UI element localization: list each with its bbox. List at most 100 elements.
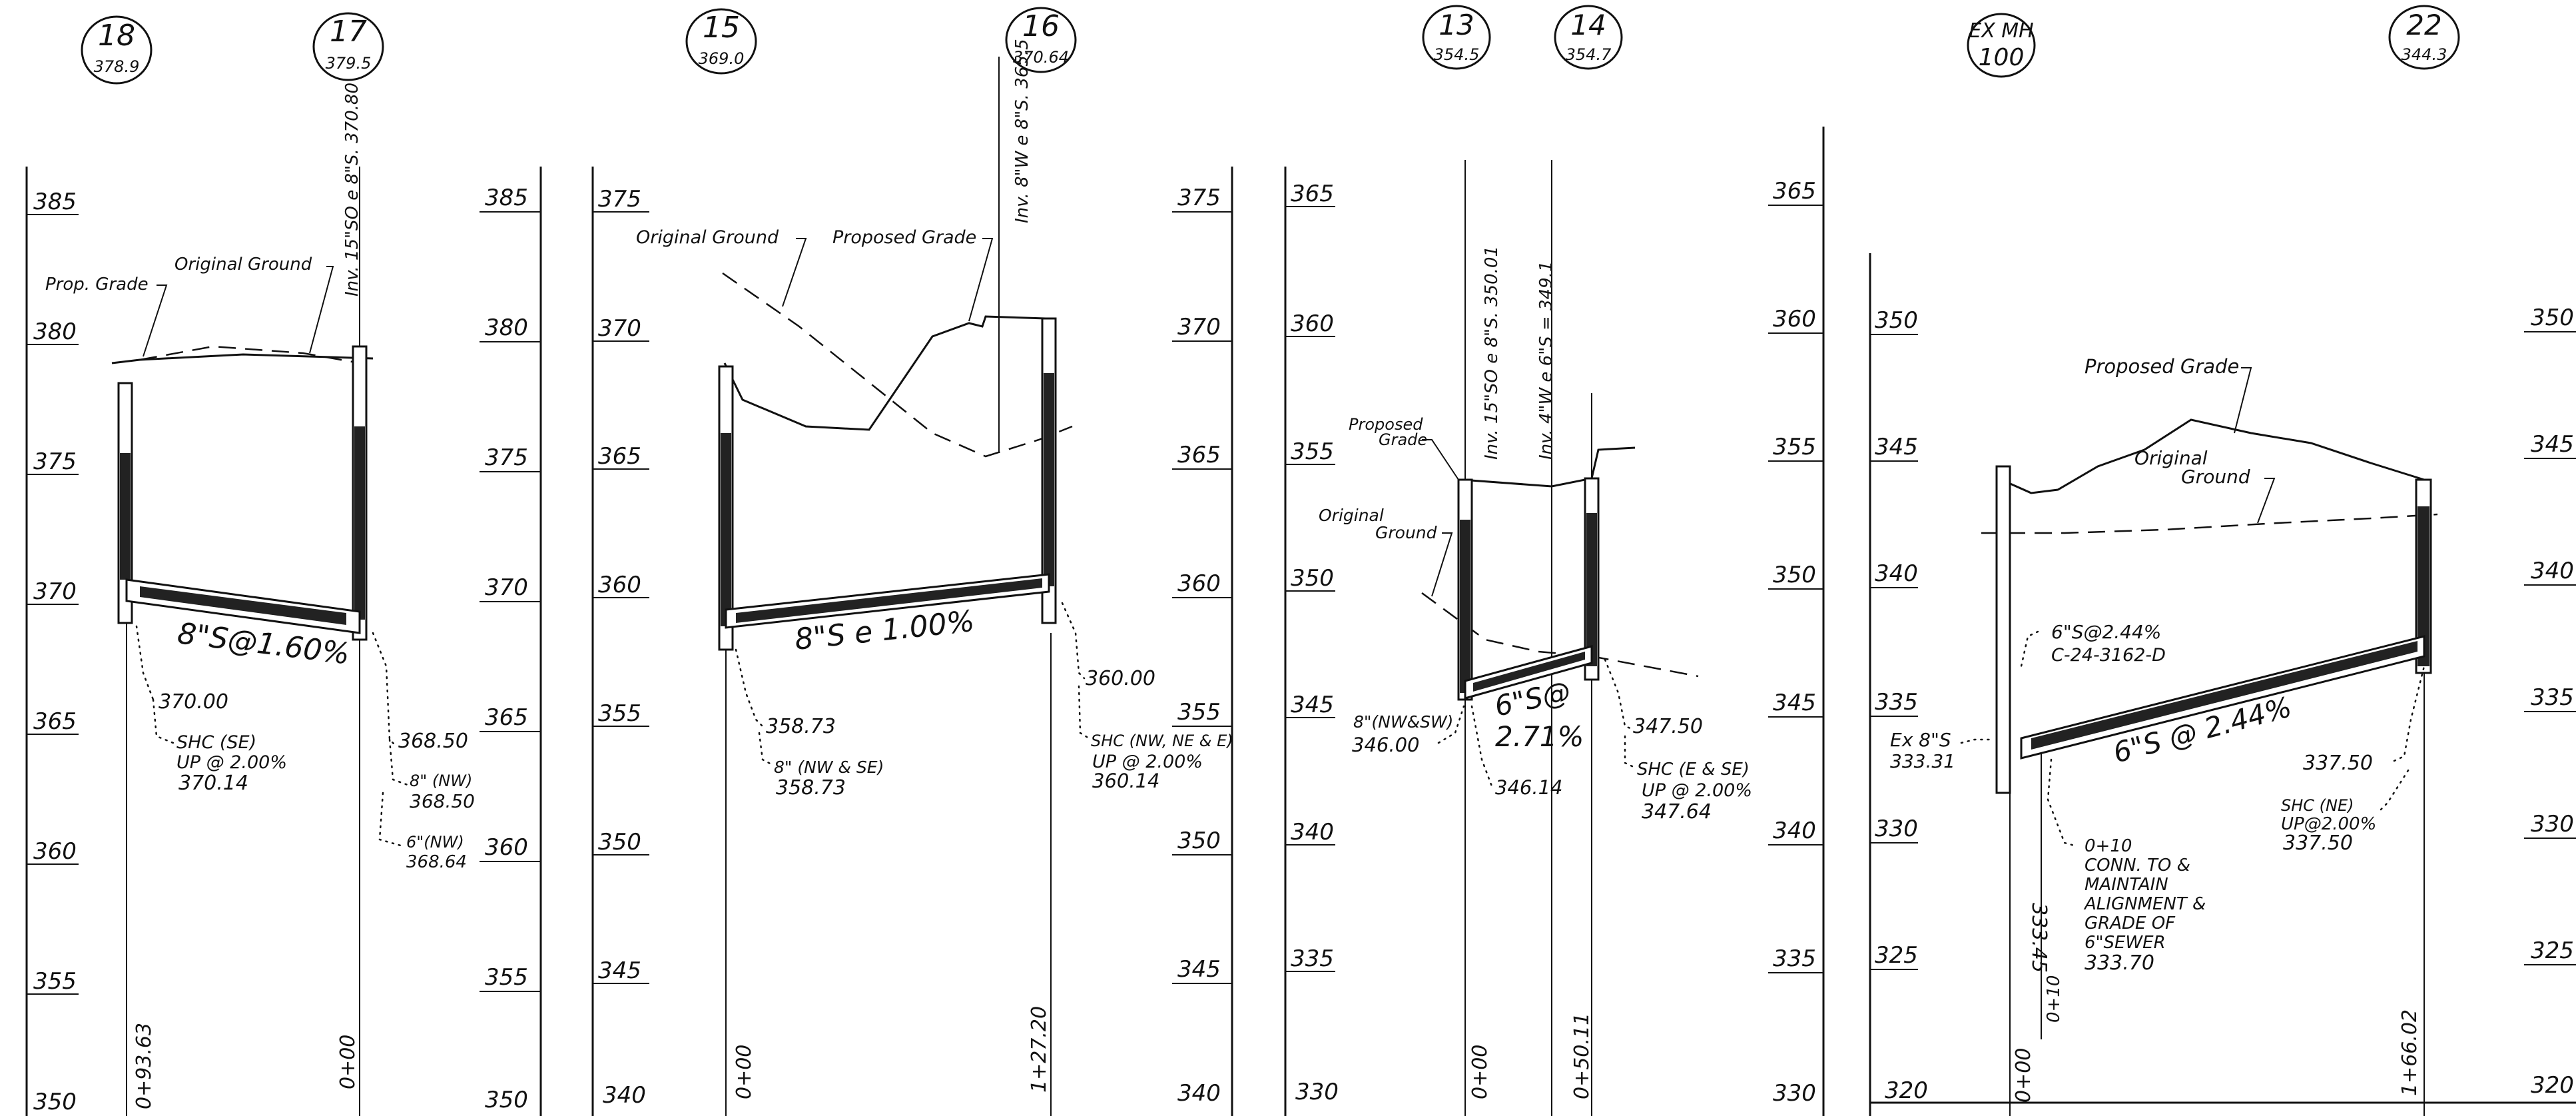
proposed-grade-line (2001, 418, 2425, 494)
elev-tick: 335 (1875, 689, 1918, 716)
service-connection: 370.14 (178, 772, 248, 795)
existing-sewer-note: 333.31 (1890, 750, 1955, 772)
manhole-number: EX MH (1969, 19, 2034, 43)
manhole-elevation: 370.64 (1013, 48, 1069, 67)
service-connection: SHC (NW, NE & E) (1091, 732, 1233, 750)
proposed-grade-line (723, 315, 1046, 431)
station-label: 0+00 (1468, 1045, 1492, 1099)
elev-tick: 350 (485, 1087, 528, 1113)
profile-panel-3: 13 354.5 14 354.7 365 360 355 350 345 34… (1284, 5, 1825, 1116)
proposed-grade-label: Proposed Grade (2085, 355, 2239, 378)
manhole-marker-13: 13 354.5 (1422, 5, 1491, 70)
manhole-marker-17: 17 379.5 (312, 12, 384, 81)
right-tick-labels: 385 380 375 370 365 360 355 350 (480, 185, 541, 1113)
elev-tick: 335 (1773, 945, 1816, 972)
service-connection: 360.14 (1092, 770, 1159, 792)
elev-tick: 340 (1875, 560, 1918, 587)
elev-tick: 370 (33, 578, 77, 605)
service-connection: UP@2.00% (2281, 814, 2376, 834)
elev-tick: 375 (598, 186, 641, 213)
original-ground-label: Original (1319, 506, 1384, 525)
station-label: 0+93.63 (133, 1023, 156, 1109)
connection-note: 333.70 (2085, 951, 2154, 975)
invert-note: Inv. 15"SO e 8"S. 370.80 (342, 83, 362, 296)
manhole-wall (1995, 465, 2011, 794)
manhole-elevation: 100 (1979, 44, 2025, 71)
elev-tick: 335 (2531, 684, 2574, 711)
left-tick-labels: 365 360 355 350 345 340 335 330 (1285, 181, 1339, 1105)
invert-elevation: 347.50 (1633, 715, 1703, 738)
elev-tick: 350 (1291, 565, 1334, 592)
elev-tick: 365 (1291, 181, 1334, 207)
left-tick-labels: 350 345 340 335 330 325 320 (1870, 307, 1928, 1104)
elev-tick: 345 (2531, 431, 2574, 458)
manhole-marker-ex: EX MH 100 (1967, 13, 2036, 78)
invert-note: Inv. 8"W e 8"S. 365.5 (1012, 39, 1032, 223)
connection-note: ALIGNMENT & (2083, 894, 2206, 914)
slope-note: 6"S@2.44% (2051, 621, 2161, 643)
pipe-note: 368.50 (410, 790, 475, 812)
elev-tick: 350 (33, 1089, 77, 1115)
manhole-number: 17 (330, 15, 367, 49)
connection-note: 0+10 (2085, 836, 2132, 856)
elev-tick: 375 (485, 444, 528, 471)
proposed-grade-label: Proposed (1349, 415, 1423, 434)
elev-tick: 335 (1291, 945, 1334, 972)
connection-note: MAINTAIN (2085, 875, 2168, 895)
elev-tick: 385 (33, 189, 77, 215)
manhole-elevation: 378.9 (94, 57, 140, 76)
original-ground-line (1421, 592, 1699, 678)
manhole-marker-15: 15 369.0 (685, 8, 757, 75)
pipe-slope-label: 2.71% (1495, 720, 1584, 753)
elev-tick: 365 (33, 708, 77, 735)
elev-tick: 330 (2531, 811, 2574, 837)
original-ground-line (139, 345, 360, 364)
manhole-marker-22: 22 344.3 (2388, 5, 2460, 70)
elev-tick: 355 (33, 968, 77, 995)
service-connection: 337.50 (2283, 832, 2353, 855)
elev-tick: 365 (1177, 442, 1221, 468)
elev-tick: 365 (598, 443, 641, 470)
elev-tick: 340 (2531, 558, 2574, 584)
profile-panel-1: 18 378.9 17 379.5 385 380 375 370 365 36… (25, 12, 542, 1116)
manhole-number: 16 (1022, 9, 1060, 43)
elev-tick: 340 (1291, 819, 1334, 845)
manhole-number: 22 (2406, 9, 2441, 41)
manhole-number: 18 (98, 19, 135, 53)
service-connection: 347.64 (1642, 800, 1712, 824)
elev-tick: 330 (1773, 1080, 1816, 1107)
elev-tick: 330 (1295, 1079, 1339, 1105)
elev-tick: 355 (1291, 438, 1334, 465)
elev-tick: 325 (1875, 942, 1918, 969)
prop-grade-label: Prop. Grade (45, 275, 149, 294)
manhole-marker-14: 14 354.7 (1554, 5, 1623, 70)
elev-tick: 375 (1177, 185, 1221, 211)
right-tick-labels: 350 345 340 335 330 325 320 (2524, 304, 2576, 1099)
elev-tick: 370 (485, 574, 528, 601)
manhole-elevation: 354.7 (1566, 45, 1612, 64)
elev-tick: 350 (1773, 562, 1816, 588)
elev-tick: 360 (1177, 570, 1221, 597)
elev-tick: 345 (1177, 956, 1221, 983)
invert-note: Inv. 4"W e 6"S = 349.1 (1536, 261, 1556, 460)
elev-tick: 360 (598, 572, 641, 598)
station-label: 0+10 (2044, 975, 2064, 1023)
proposed-grade-line (111, 353, 374, 364)
invert-elevation: 368.50 (398, 730, 468, 753)
manhole-number: 14 (1570, 9, 1606, 41)
station-label: 1+66.02 (2398, 1009, 2421, 1096)
manhole-elevation: 354.5 (1434, 45, 1480, 64)
service-connection: UP @ 2.00% (176, 752, 287, 773)
elev-tick: 355 (1773, 434, 1816, 460)
pipe-note: 8" (NW & SE) (774, 758, 884, 777)
right-tick-labels: 375 370 365 360 355 350 345 340 (1172, 185, 1232, 1107)
manhole-elevation: 344.3 (2402, 45, 2447, 64)
elev-tick: 355 (598, 700, 641, 727)
elev-tick: 340 (1177, 1080, 1221, 1107)
invert-elevation: 337.50 (2303, 752, 2373, 775)
elev-tick: 355 (485, 964, 528, 991)
elev-tick: 365 (485, 704, 528, 731)
elev-tick: 370 (1177, 314, 1221, 340)
original-ground-label: Original Ground (636, 227, 779, 248)
manhole-marker-16: 16 370.64 (1005, 7, 1077, 73)
